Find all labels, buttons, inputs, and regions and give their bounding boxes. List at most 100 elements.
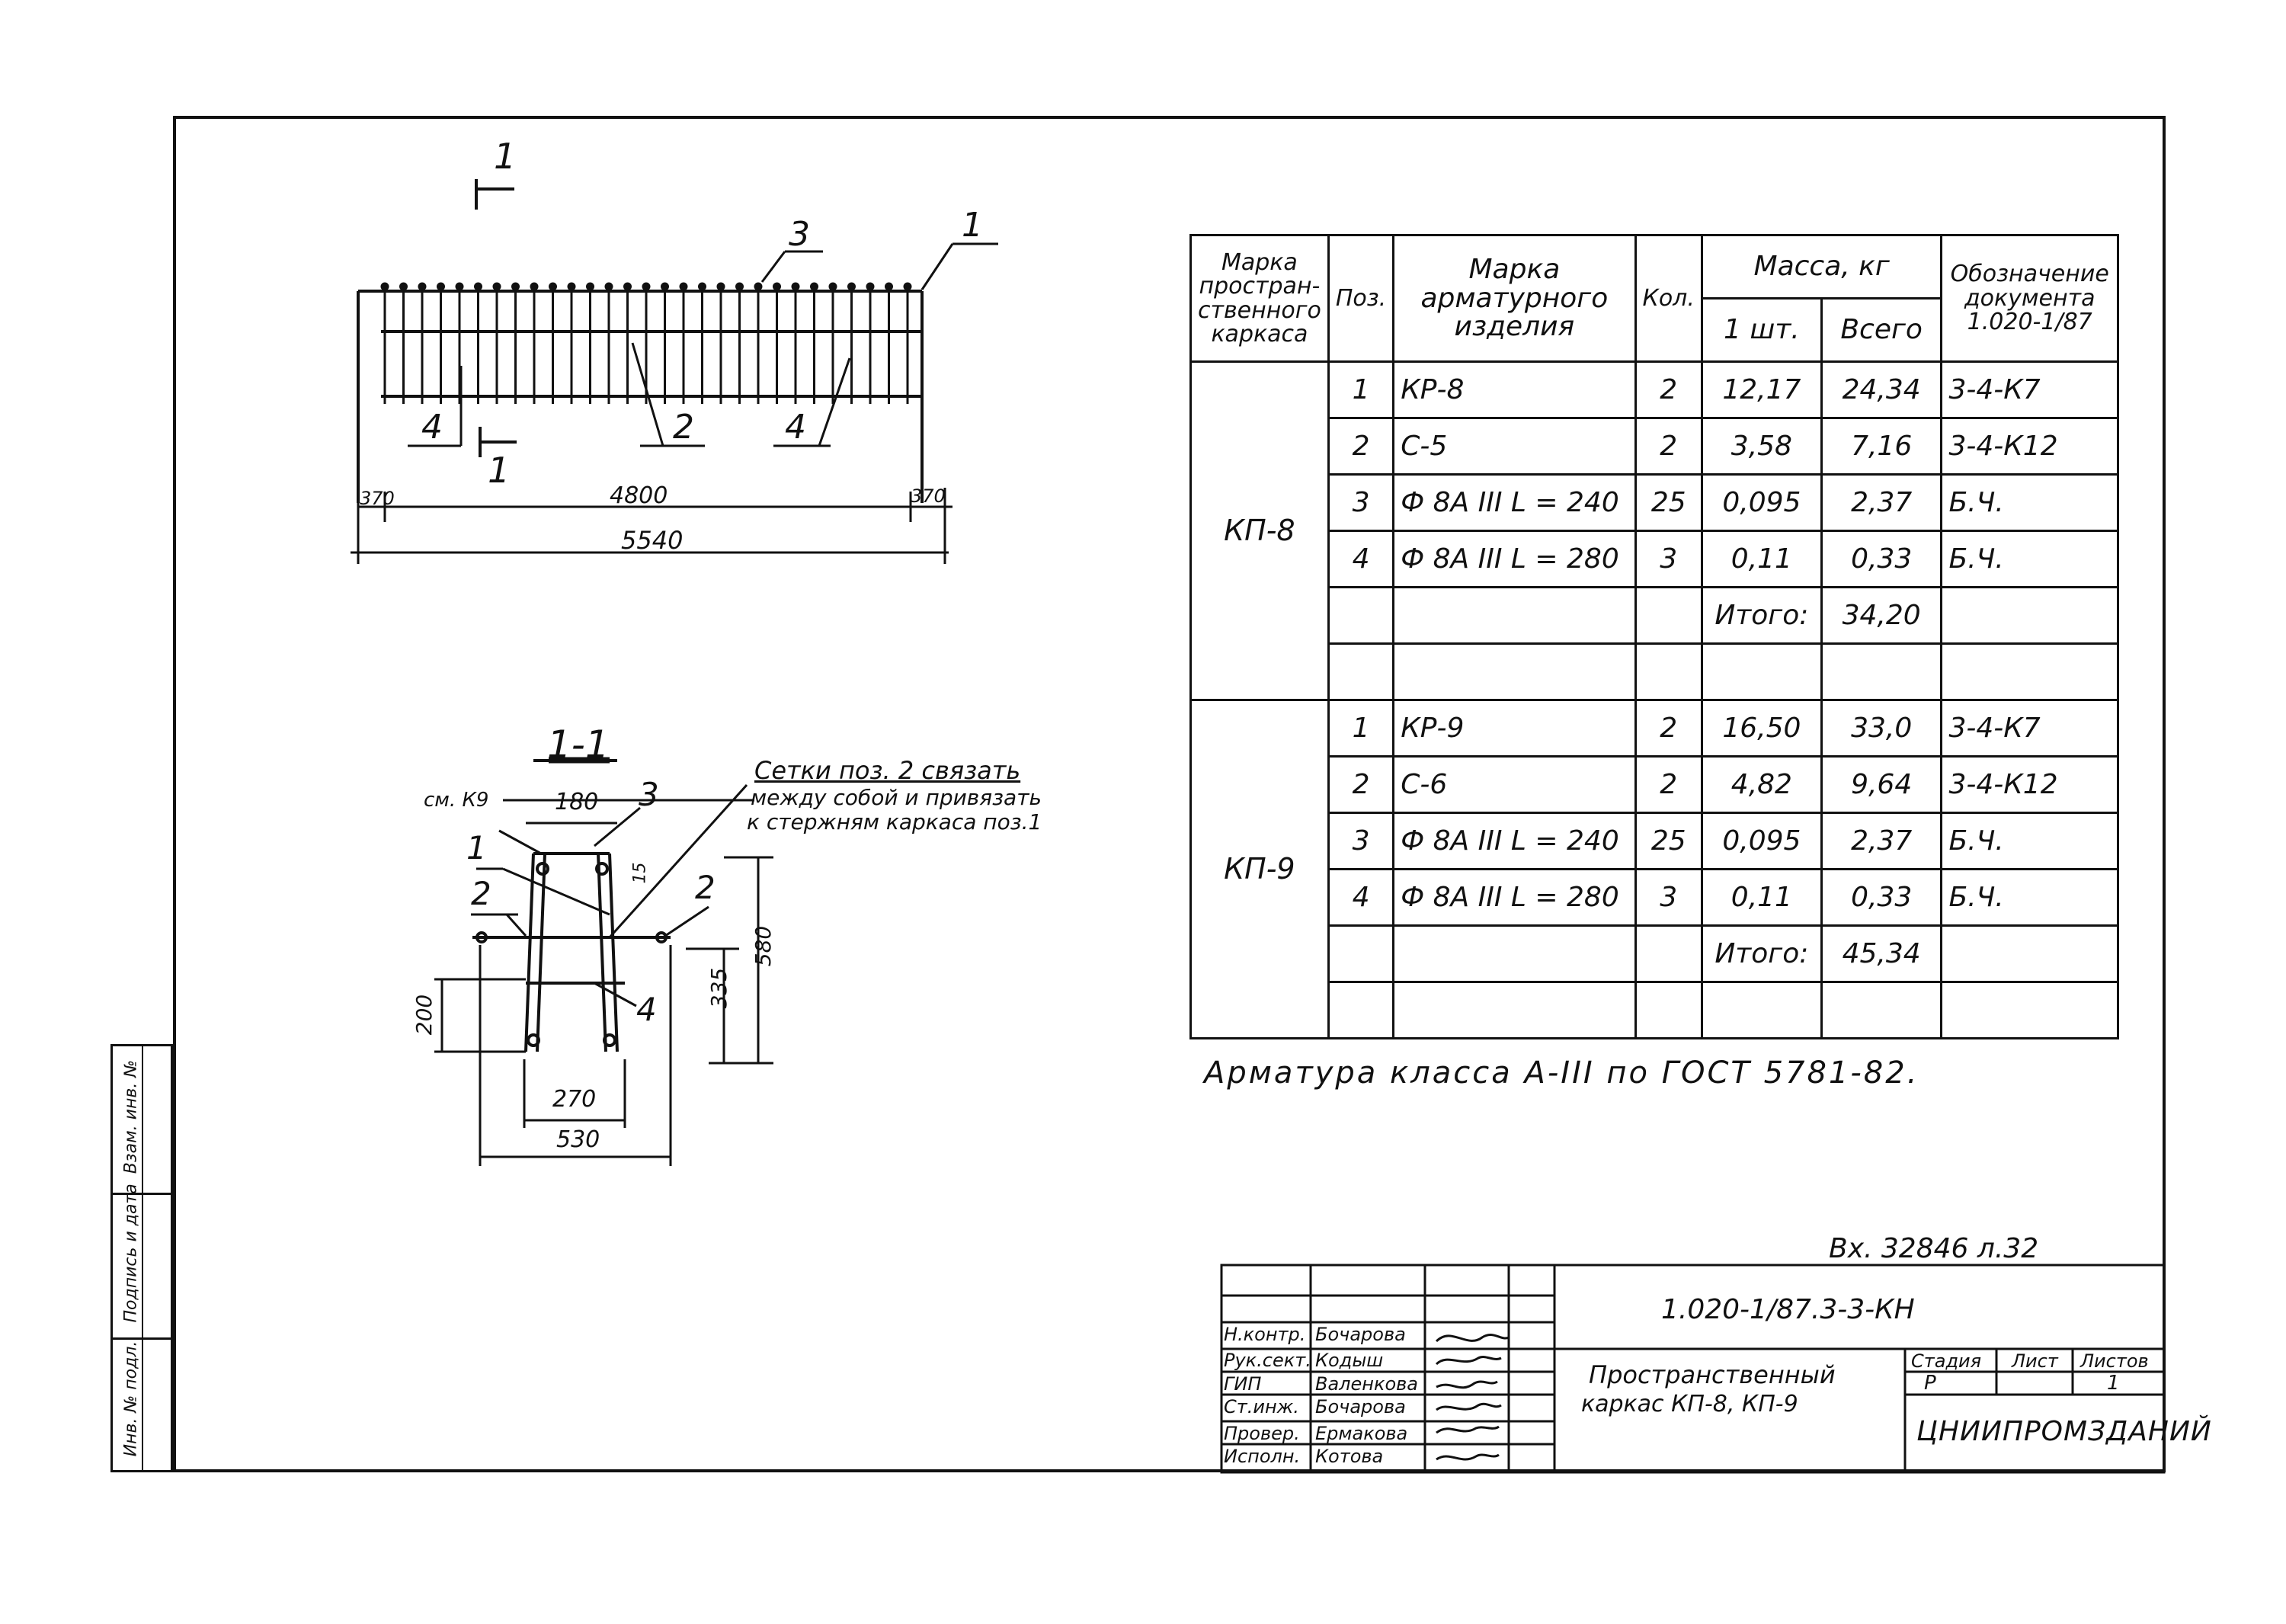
- pos-cell: 3: [1327, 812, 1395, 870]
- rod-end: [530, 282, 539, 291]
- section-label-2-right: 2: [695, 869, 716, 906]
- section-label-1: 1: [466, 829, 487, 866]
- rod-end: [586, 282, 594, 291]
- rod-end: [847, 282, 856, 291]
- total-mass-cell: 0,33: [1820, 530, 1943, 588]
- header-doc: Обозначение документа 1.020-1/87: [1940, 234, 2119, 363]
- rod-end: [773, 282, 781, 291]
- header-mass: Масса, кг: [1700, 234, 1943, 299]
- qty-cell: 25: [1634, 473, 1703, 532]
- doc-code: 1.020-1/87.3-3-КН: [1661, 1294, 1915, 1325]
- doc-cell: Б.Ч.: [1940, 812, 2119, 870]
- unit-mass-cell: 4,82: [1700, 755, 1823, 814]
- total-mass-cell: 0,33: [1820, 868, 1943, 927]
- section-note-line-3: к стержням каркаса поз.1: [747, 809, 1042, 834]
- section-dim-580: 580: [751, 925, 776, 967]
- rod-end: [828, 282, 837, 291]
- unit-mass-cell: 16,50: [1700, 699, 1823, 758]
- signatures: [1435, 1333, 1510, 1461]
- rod-end: [399, 282, 408, 291]
- empty-cell: [1634, 924, 1703, 983]
- doc-cell: 3-4-К12: [1940, 417, 2119, 476]
- rod-end: [604, 282, 613, 291]
- item-cell: Ф 8А III L = 240: [1392, 812, 1637, 870]
- item-cell: КР-9: [1392, 699, 1637, 758]
- inventory-number: Вх. 32846 л.32: [1829, 1233, 2039, 1264]
- section-view: [434, 757, 773, 1166]
- doc-cell: 3-4-К7: [1940, 699, 2119, 758]
- empty-cell: [1392, 981, 1637, 1039]
- qty-cell: 2: [1634, 360, 1703, 419]
- staff-name: Ермакова: [1315, 1423, 1408, 1444]
- rod-end: [567, 282, 576, 291]
- empty-cell: [1327, 924, 1395, 983]
- pos-cell: 3: [1327, 473, 1395, 532]
- doc-cell: Б.Ч.: [1940, 868, 2119, 927]
- stage-value: Р: [1924, 1372, 1936, 1395]
- stage-label: Стадия: [1911, 1350, 1982, 1372]
- empty-cell: [1392, 924, 1637, 983]
- empty-cell: [1634, 642, 1703, 701]
- rod-end: [380, 282, 389, 291]
- unit-mass-cell: 0,095: [1700, 473, 1823, 532]
- qty-cell: 25: [1634, 812, 1703, 870]
- section-note-line-1: Сетки поз. 2 связать: [754, 756, 1021, 785]
- header-unit-mass: 1 шт.: [1700, 297, 1823, 363]
- table-total-row: Итого:45,34: [1191, 924, 2119, 983]
- total-mass-cell: 9,64: [1820, 755, 1943, 814]
- header-pos: Поз.: [1327, 234, 1395, 363]
- section-dim-200: 200: [411, 994, 437, 1036]
- frame-mark-cell: КП-8: [1189, 360, 1330, 701]
- specification-table: Марка простран-ственного каркаса Поз. Ма…: [1189, 234, 2119, 1039]
- table-header-row: Марка простран-ственного каркаса Поз. Ма…: [1189, 234, 2119, 363]
- rod-end: [754, 282, 763, 291]
- item-cell: КР-8: [1392, 360, 1637, 419]
- sheets-value: 1: [2107, 1372, 2120, 1395]
- empty-cell: [1327, 586, 1395, 645]
- rod-end: [903, 282, 912, 291]
- staff-role: Исполн.: [1224, 1446, 1301, 1467]
- header-frame-mark: Марка простран-ственного каркаса: [1189, 234, 1330, 363]
- rod-end: [810, 282, 818, 291]
- frame-mark-cell: КП-9: [1189, 699, 1330, 1039]
- rod-end: [791, 282, 800, 291]
- staff-role: Ст.инж.: [1224, 1396, 1299, 1417]
- title-line-2: каркас КП-8, КП-9: [1581, 1391, 1798, 1417]
- section-note-line-2: между собой и привязать: [751, 785, 1042, 810]
- qty-cell: 3: [1634, 868, 1703, 927]
- plan-callout-3: 3: [789, 215, 810, 254]
- side-stamp-strip: Инв. № подл. Подпись и дата Взам. инв. №: [110, 1044, 173, 1472]
- section-ref: см. К9: [424, 789, 489, 812]
- pos-cell: 2: [1327, 755, 1395, 814]
- rod-end: [642, 282, 651, 291]
- rod-end: [437, 282, 445, 291]
- total-mass-cell: 33,0: [1820, 699, 1943, 758]
- sum-label-cell: Итого:: [1700, 924, 1823, 983]
- rod-end: [698, 282, 706, 291]
- table-subheader-row: 1 шт. Всего: [1191, 297, 2118, 363]
- plan-callout-4-left: 4: [421, 408, 443, 447]
- rod-end: [418, 282, 427, 291]
- sheets-label: Листов: [2080, 1350, 2149, 1372]
- unit-mass-cell: 0,11: [1700, 530, 1823, 588]
- rod-end: [474, 282, 482, 291]
- staff-name: Котова: [1315, 1446, 1384, 1467]
- unit-mass-cell: 0,095: [1700, 812, 1823, 870]
- pos-cell: 1: [1327, 360, 1395, 419]
- title-line-1: Пространственный: [1589, 1360, 1836, 1389]
- sum-label-cell: Итого:: [1700, 586, 1823, 645]
- staff-name: Валенкова: [1315, 1373, 1418, 1395]
- sheet-label: Лист: [2012, 1350, 2058, 1372]
- table-empty-row: [1191, 642, 2119, 701]
- item-cell: Ф 8А III L = 280: [1392, 868, 1637, 927]
- doc-cell: Б.Ч.: [1940, 473, 2119, 532]
- header-total-mass: Всего: [1820, 297, 1943, 363]
- organization: ЦНИИПРОМЗДАНИЙ: [1916, 1416, 2212, 1447]
- empty-cell: [1940, 586, 2119, 645]
- section-dim-15: 15: [630, 862, 650, 884]
- plan-dim-left: 370: [360, 488, 395, 509]
- empty-cell: [1634, 586, 1703, 645]
